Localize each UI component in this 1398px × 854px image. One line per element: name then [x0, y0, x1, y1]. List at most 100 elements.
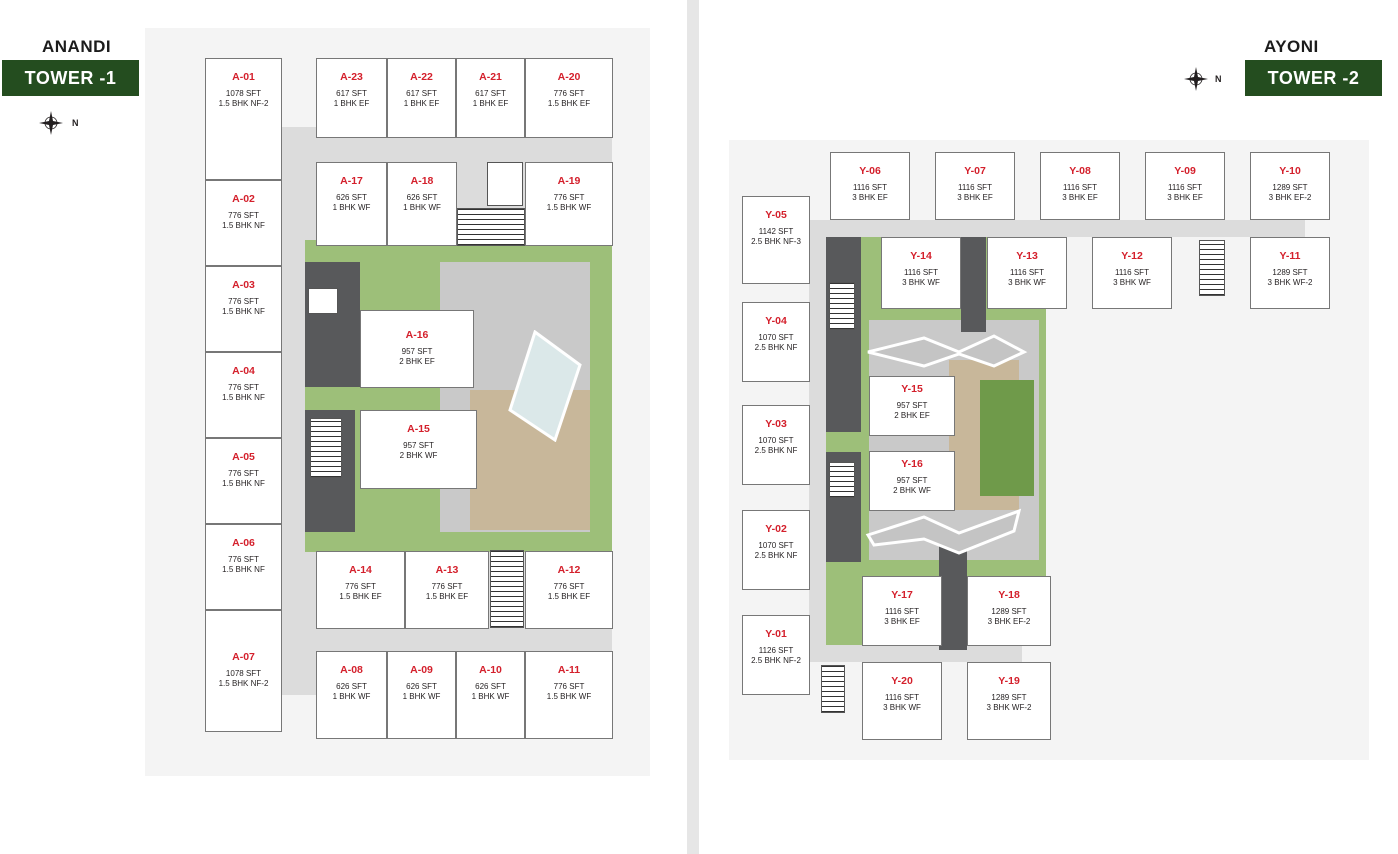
unit-type: 3 BHK EF-2	[1268, 193, 1312, 202]
unit-area: 617 SFT	[336, 89, 367, 98]
unit-type: 1 BHK WF	[403, 203, 441, 212]
unit-area: 1116 SFT	[1063, 183, 1097, 192]
unit-type: 3 BHK WF	[1008, 278, 1046, 287]
unit-area: 1116 SFT	[958, 183, 992, 192]
unit-type: 2 BHK WF	[893, 486, 931, 495]
unit-area: 1289 SFT	[1272, 268, 1308, 277]
unit-type: 3 BHK WF-2	[1267, 278, 1313, 287]
unit-code: Y-15	[901, 383, 923, 395]
unit-type: 1 BHK EF	[472, 99, 509, 108]
unit-code: A-13	[435, 564, 459, 576]
lift	[487, 162, 523, 206]
unit-area: 1116 SFT	[853, 183, 887, 192]
unit-code: A-18	[410, 175, 434, 187]
unit-type: 1.5 BHK NF	[222, 565, 265, 574]
staircase	[490, 550, 524, 628]
unit-code: Y-13	[1016, 250, 1038, 262]
unit-area: 1116 SFT	[1115, 268, 1149, 277]
unit-code: A-12	[557, 564, 581, 576]
unit-area: 1070 SFT	[758, 541, 794, 550]
unit-code: A-11	[557, 664, 581, 676]
unit-area: 776 SFT	[553, 582, 585, 591]
pool-outline	[508, 330, 582, 442]
unit-area: 1116 SFT	[904, 268, 938, 277]
unit-area: 617 SFT	[475, 89, 506, 98]
unit-area: 776 SFT	[228, 297, 259, 306]
unit-code: Y-04	[765, 315, 787, 327]
unit-code: A-15	[407, 423, 430, 435]
unit-area: 1116 SFT	[885, 693, 919, 702]
unit-type: 3 BHK EF-2	[987, 617, 1031, 626]
unit-type: 3 BHK WF	[902, 278, 940, 287]
staircase	[829, 282, 855, 330]
unit-code: A-03	[232, 279, 255, 291]
tower-2-badge: TOWER -2	[1245, 60, 1382, 96]
unit-code: Y-01	[765, 628, 787, 640]
unit-type: 1 BHK WF	[332, 203, 371, 212]
unit-type: 1.5 BHK NF-2	[218, 99, 269, 108]
service-core	[305, 262, 360, 387]
unit-type: 1.5 BHK EF	[547, 99, 591, 108]
unit-code: A-20	[557, 71, 581, 83]
unit-type: 1 BHK WF	[471, 692, 510, 701]
unit-area: 1289 SFT	[991, 693, 1027, 702]
staircase	[1199, 240, 1225, 296]
unit-area: 776 SFT	[553, 89, 585, 98]
unit-area: 626 SFT	[336, 193, 367, 202]
unit-code: A-02	[232, 193, 255, 205]
unit-type: 2.5 BHK NF	[754, 551, 798, 560]
unit-code: Y-02	[765, 523, 787, 535]
unit-code: A-19	[557, 175, 581, 187]
unit-area: 776 SFT	[431, 582, 463, 591]
corridor	[809, 220, 826, 660]
unit-type: 1.5 BHK NF	[222, 221, 265, 230]
unit-type: 2 BHK WF	[399, 451, 438, 460]
unit-type: 3 BHK EF	[884, 617, 920, 626]
staircase	[829, 462, 855, 498]
unit-area: 626 SFT	[406, 193, 438, 202]
